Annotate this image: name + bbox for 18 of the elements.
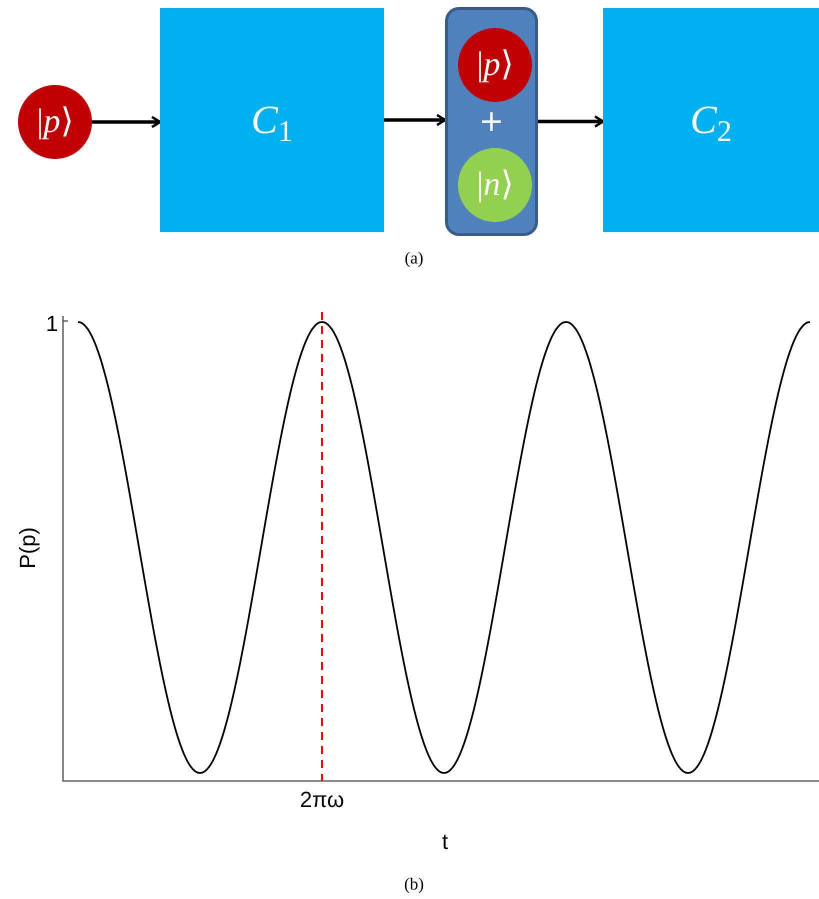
process-box [603, 8, 819, 232]
arrow [538, 115, 604, 128]
axis-title: P(p) [17, 527, 39, 569]
tick-label: 2πω [300, 789, 344, 811]
process-box [160, 8, 384, 232]
node-label: |n⟩ [476, 168, 514, 202]
tick-label: 1 [46, 313, 58, 335]
arrow [92, 116, 162, 128]
caption: (a) [404, 250, 424, 266]
node-label: |p⟩ [476, 48, 514, 82]
node-label: C$_{1}$ [251, 100, 293, 140]
caption: (b) [404, 876, 424, 892]
node-label: C$_{2}$ [690, 100, 732, 140]
plus-sign: + [478, 106, 504, 136]
axis-title: t [442, 831, 448, 853]
arrow [384, 114, 446, 126]
state-group-box [445, 7, 538, 236]
node-label: |p⟩ [36, 105, 74, 139]
